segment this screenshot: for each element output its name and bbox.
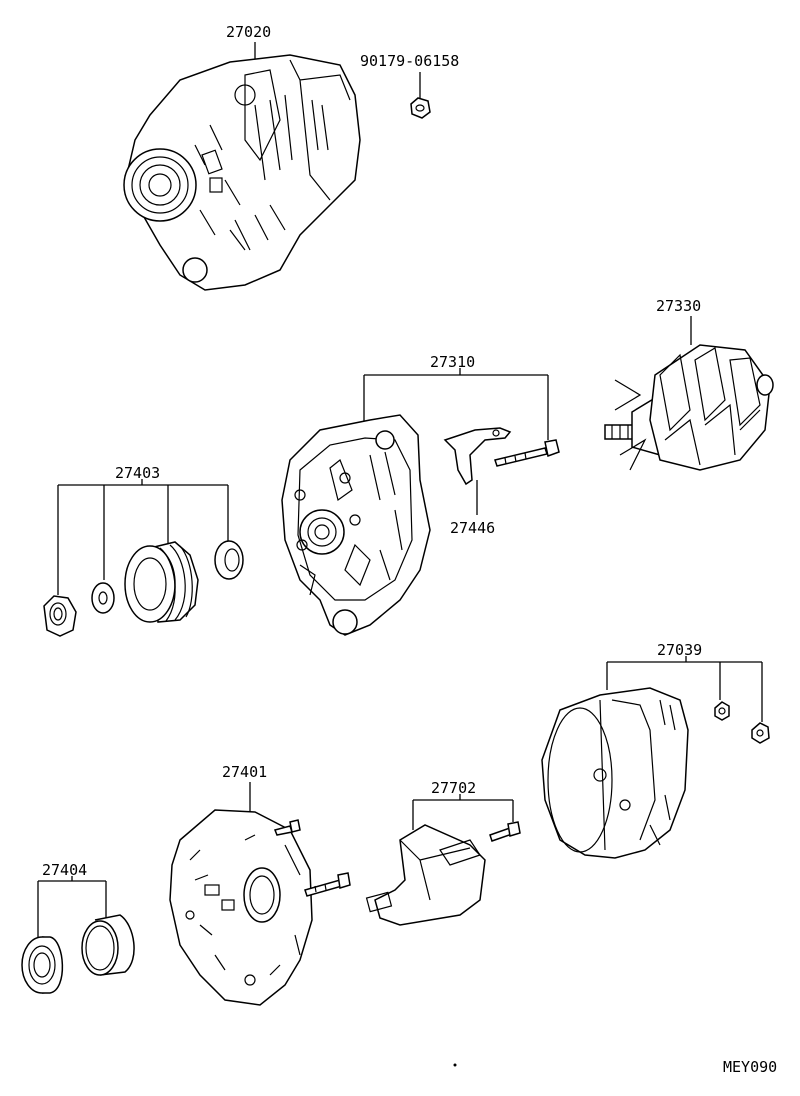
bolt-drive-end-drawing[interactable] — [494, 439, 560, 467]
cover-nut-left-drawing[interactable] — [714, 701, 730, 721]
pulley-washer-drawing[interactable] — [91, 582, 115, 614]
regulator-screw-drawing[interactable] — [489, 821, 521, 842]
end-frame-stud-drawing[interactable] — [273, 819, 301, 836]
rear-cover-drawing[interactable] — [541, 687, 689, 859]
label-27039[interactable]: 27039 — [657, 641, 702, 659]
label-27401[interactable]: 27401 — [222, 763, 267, 781]
rotor-drawing[interactable] — [604, 344, 774, 471]
nut-top-drawing[interactable] — [410, 97, 431, 119]
stray-mark — [453, 1063, 457, 1067]
label-27020[interactable]: 27020 — [226, 23, 271, 41]
leader-lines — [37, 42, 763, 938]
bearing-retainer-drawing[interactable] — [81, 914, 135, 976]
label-27446[interactable]: 27446 — [450, 519, 495, 537]
label-27310[interactable]: 27310 — [430, 353, 475, 371]
cover-nut-right-drawing[interactable] — [751, 722, 770, 744]
rectifier-end-frame-drawing[interactable] — [169, 809, 313, 1006]
label-27702[interactable]: 27702 — [431, 779, 476, 797]
alternator-assembly-drawing[interactable] — [123, 54, 361, 291]
pulley-nut-drawing[interactable] — [43, 595, 77, 637]
bearing-drawing[interactable] — [21, 936, 64, 994]
label-27404[interactable]: 27404 — [42, 861, 87, 879]
drawing-code: MEY090 — [723, 1058, 777, 1076]
pulley-spacer-drawing[interactable] — [214, 540, 244, 580]
drive-end-frame-drawing[interactable] — [281, 414, 431, 636]
pulley-drawing[interactable] — [124, 541, 199, 623]
end-frame-bolt-drawing[interactable] — [304, 872, 351, 897]
regulator-drawing[interactable] — [365, 824, 486, 926]
bracket-drawing[interactable] — [443, 427, 512, 486]
label-27330[interactable]: 27330 — [656, 297, 701, 315]
label-90179-06158[interactable]: 90179-06158 — [360, 52, 459, 70]
label-27403[interactable]: 27403 — [115, 464, 160, 482]
